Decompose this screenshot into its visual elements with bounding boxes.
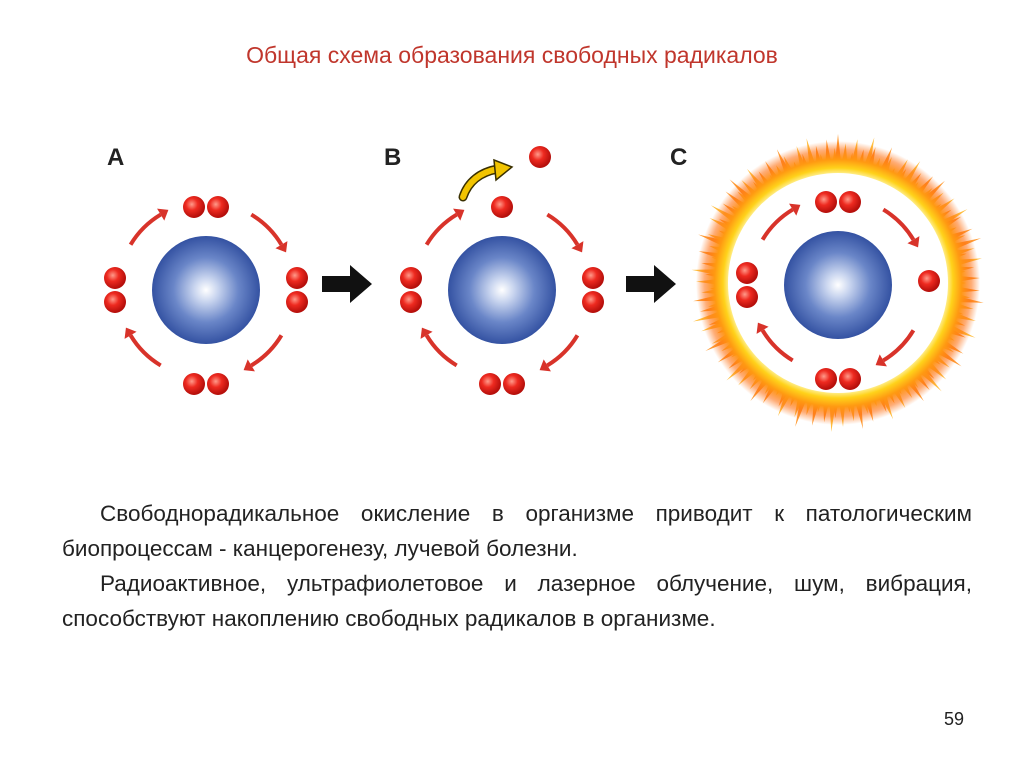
electron-dot-icon xyxy=(839,191,861,213)
atom-nucleus-icon xyxy=(448,236,556,344)
orbit-arrow-icon xyxy=(875,329,916,367)
electron-dot-icon xyxy=(479,373,501,395)
orbit-arrow-icon xyxy=(546,212,584,253)
electron-dot-icon xyxy=(582,291,604,313)
orbit-arrow-icon xyxy=(539,334,580,372)
free-radical-diagram: A B C xyxy=(0,120,1024,460)
body-text: Свободнорадикальное окисление в организм… xyxy=(62,496,972,636)
atom-nucleus-icon xyxy=(152,236,260,344)
stage-label-c: C xyxy=(670,144,688,171)
electron-dot-icon xyxy=(529,146,551,168)
orbit-arrow-icon xyxy=(124,327,162,368)
orbit-arrow-icon xyxy=(424,208,465,246)
orbit-arrow-icon xyxy=(882,207,920,248)
paragraph-1: Свободнорадикальное окисление в организм… xyxy=(62,501,972,561)
electron-dot-icon xyxy=(503,373,525,395)
orbit-arrow-icon xyxy=(243,334,284,372)
electron-dot-icon xyxy=(582,267,604,289)
electron-dot-icon xyxy=(207,196,229,218)
orbit-arrow-icon xyxy=(756,322,794,363)
electron-dot-icon xyxy=(286,291,308,313)
orbit-arrow-icon xyxy=(760,203,801,241)
orbit-arrow-icon xyxy=(250,212,288,253)
electron-dot-icon xyxy=(400,291,422,313)
electron-dot-icon xyxy=(400,267,422,289)
slide-title: Общая схема образования свободных радика… xyxy=(246,42,778,68)
electron-dot-icon xyxy=(736,262,758,284)
electron-dot-icon xyxy=(183,196,205,218)
electron-dot-icon xyxy=(839,368,861,390)
orbit-arrow-icon xyxy=(420,327,458,368)
atom-c xyxy=(736,191,940,390)
electron-dot-icon xyxy=(736,286,758,308)
atom-nucleus-icon xyxy=(784,231,892,339)
electron-dot-icon xyxy=(918,270,940,292)
page-number: 59 xyxy=(943,709,964,729)
electron-dot-icon xyxy=(491,196,513,218)
orbit-arrow-icon xyxy=(128,208,169,246)
electron-dot-icon xyxy=(104,291,126,313)
electron-dot-icon xyxy=(815,368,837,390)
electron-dot-icon xyxy=(207,373,229,395)
stage-label-b: B xyxy=(384,144,402,171)
atom-a xyxy=(104,196,308,395)
electron-dot-icon xyxy=(815,191,837,213)
diagram-canvas xyxy=(104,134,984,432)
atom-b xyxy=(400,196,604,395)
stage-label-a: A xyxy=(107,144,125,171)
ejection-arrow-icon xyxy=(458,158,514,202)
paragraph-2: Радиоактивное, ультрафиолетовое и лазерн… xyxy=(62,571,972,631)
electron-dot-icon xyxy=(183,373,205,395)
reaction-arrow-icon xyxy=(626,265,676,303)
electron-dot-icon xyxy=(104,267,126,289)
electron-dot-icon xyxy=(286,267,308,289)
reaction-arrow-icon xyxy=(322,265,372,303)
